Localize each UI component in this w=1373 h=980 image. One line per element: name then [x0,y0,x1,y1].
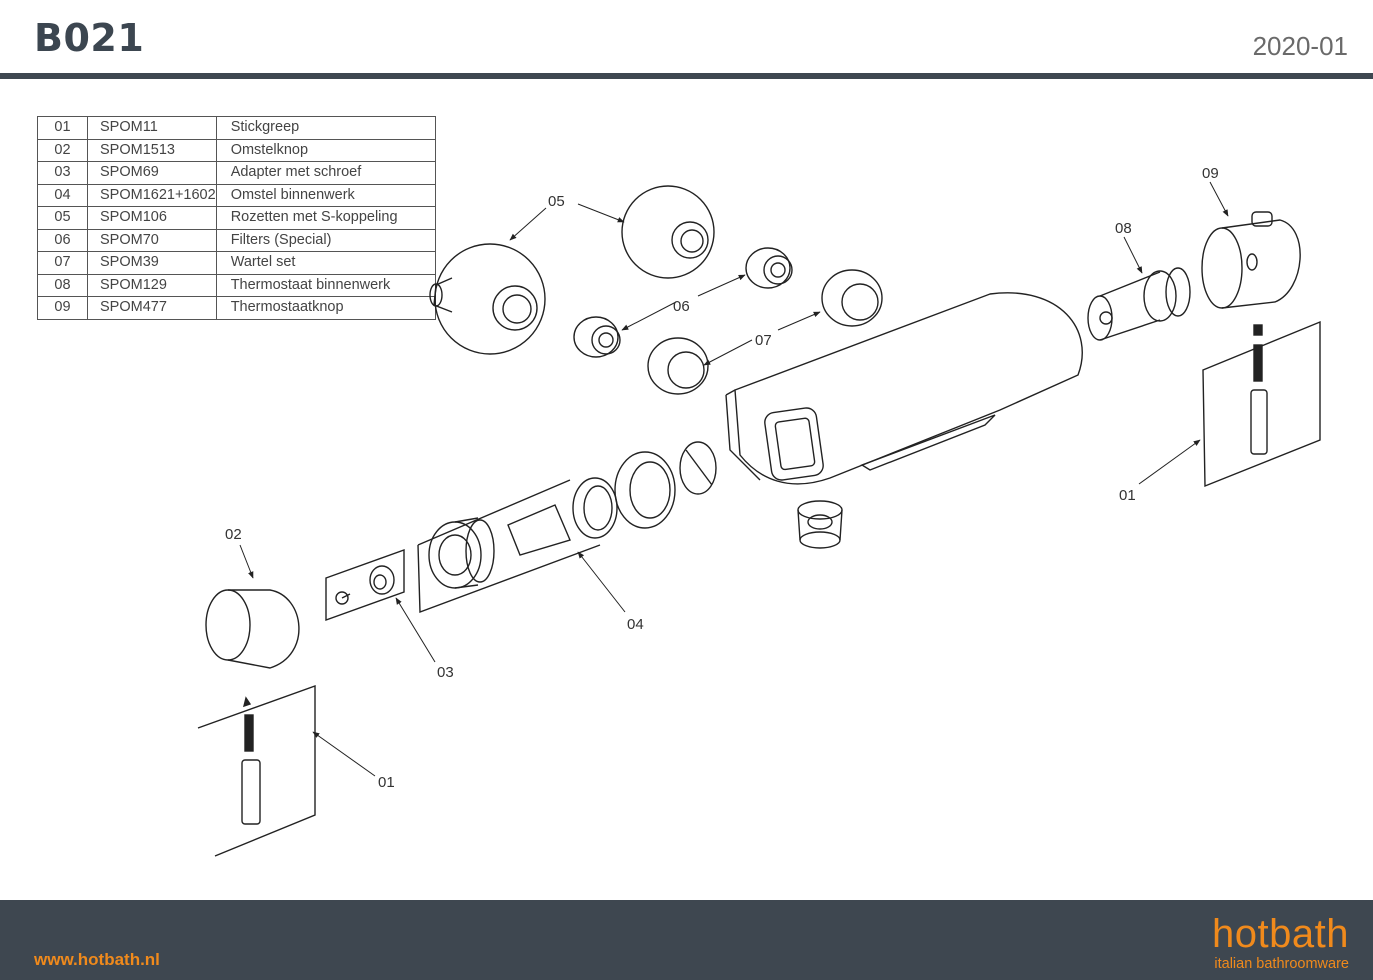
part-number: 05 [37,206,88,230]
part-description: Omstel binnenwerk [215,183,436,207]
part-description: Stickgreep [215,116,436,140]
revision-date: 2020-01 [1252,31,1348,61]
part-code: SPOM106 [87,206,217,230]
callout-07: 07 [755,332,772,349]
brand-logo-name: hotbath [1212,912,1349,956]
thermostat-knob-part [1201,211,1301,309]
part-code: SPOM1621+1602 [87,183,217,207]
part-number: 08 [37,273,88,297]
part-number: 03 [37,161,88,185]
part-description: Adapter met schroef [215,161,436,185]
brand-tagline: italian bathroomware [1214,956,1349,972]
part-number: 09 [37,296,88,320]
part-description: Rozetten met S-koppeling [215,206,436,230]
part-number: 06 [37,228,88,252]
parts-row: 02 SPOM1513 Omstelknop [37,138,436,162]
parts-row: 06 SPOM70 Filters (Special) [37,228,436,252]
part-code: SPOM129 [87,273,217,297]
parts-row: 03 SPOM69 Adapter met schroef [37,161,436,185]
part-number: 01 [37,116,88,140]
stick-handle-right-part [1202,320,1321,488]
part-code: SPOM1513 [87,138,217,162]
callout-04: 04 [627,616,644,633]
thermostat-body-part [725,292,1083,485]
parts-row: 09 SPOM477 Thermostaatknop [37,296,436,320]
parts-row: 01 SPOM11 Stickgreep [37,116,436,140]
page-header: B021 2020-01 [0,0,1373,80]
part-number: 02 [37,138,88,162]
header-divider [0,73,1373,79]
rosette-left-part [429,243,546,355]
outlet-connector-part [797,500,843,549]
nut-right-part [821,269,883,327]
part-description: Thermostaatknop [215,296,436,320]
part-code: SPOM39 [87,251,217,275]
parts-row: 05 SPOM106 Rozetten met S-koppeling [37,206,436,230]
adapter-screw-part [325,549,405,621]
filter-left-part [573,316,621,358]
thermostat-cartridge-part [1087,267,1191,341]
diverter-knob-part [205,589,300,669]
part-code: SPOM69 [87,161,217,185]
callout-01-right: 01 [1119,487,1136,504]
part-code: SPOM70 [87,228,217,252]
callout-03: 03 [437,664,454,681]
callout-08: 08 [1115,220,1132,237]
callout-01-left: 01 [378,774,395,791]
callout-06: 06 [673,298,690,315]
part-description: Omstelknop [215,138,436,162]
diverter-cartridge-part [417,441,717,613]
parts-row: 08 SPOM129 Thermostaat binnenwerk [37,273,436,297]
part-description: Filters (Special) [215,228,436,252]
rosette-right-part [621,185,715,279]
part-number: 07 [37,251,88,275]
part-number: 04 [37,183,88,207]
parts-row: 04 SPOM1621+1602 Omstel binnenwerk [37,183,436,207]
callout-02: 02 [225,526,242,543]
parts-list-table: 01 SPOM11 Stickgreep 02 SPOM1513 Omstelk… [37,116,436,320]
stick-handle-left-part [197,685,316,857]
nut-left-part [647,337,709,395]
part-description: Thermostaat binnenwerk [215,273,436,297]
callout-09: 09 [1202,165,1219,182]
website-link[interactable]: www.hotbath.nl [34,950,160,969]
part-code: SPOM11 [87,116,217,140]
page-footer: www.hotbath.nl hotbath italian bathroomw… [0,900,1373,980]
callout-05: 05 [548,193,565,210]
filter-right-part [745,247,793,289]
product-code-title: B021 [34,16,145,60]
